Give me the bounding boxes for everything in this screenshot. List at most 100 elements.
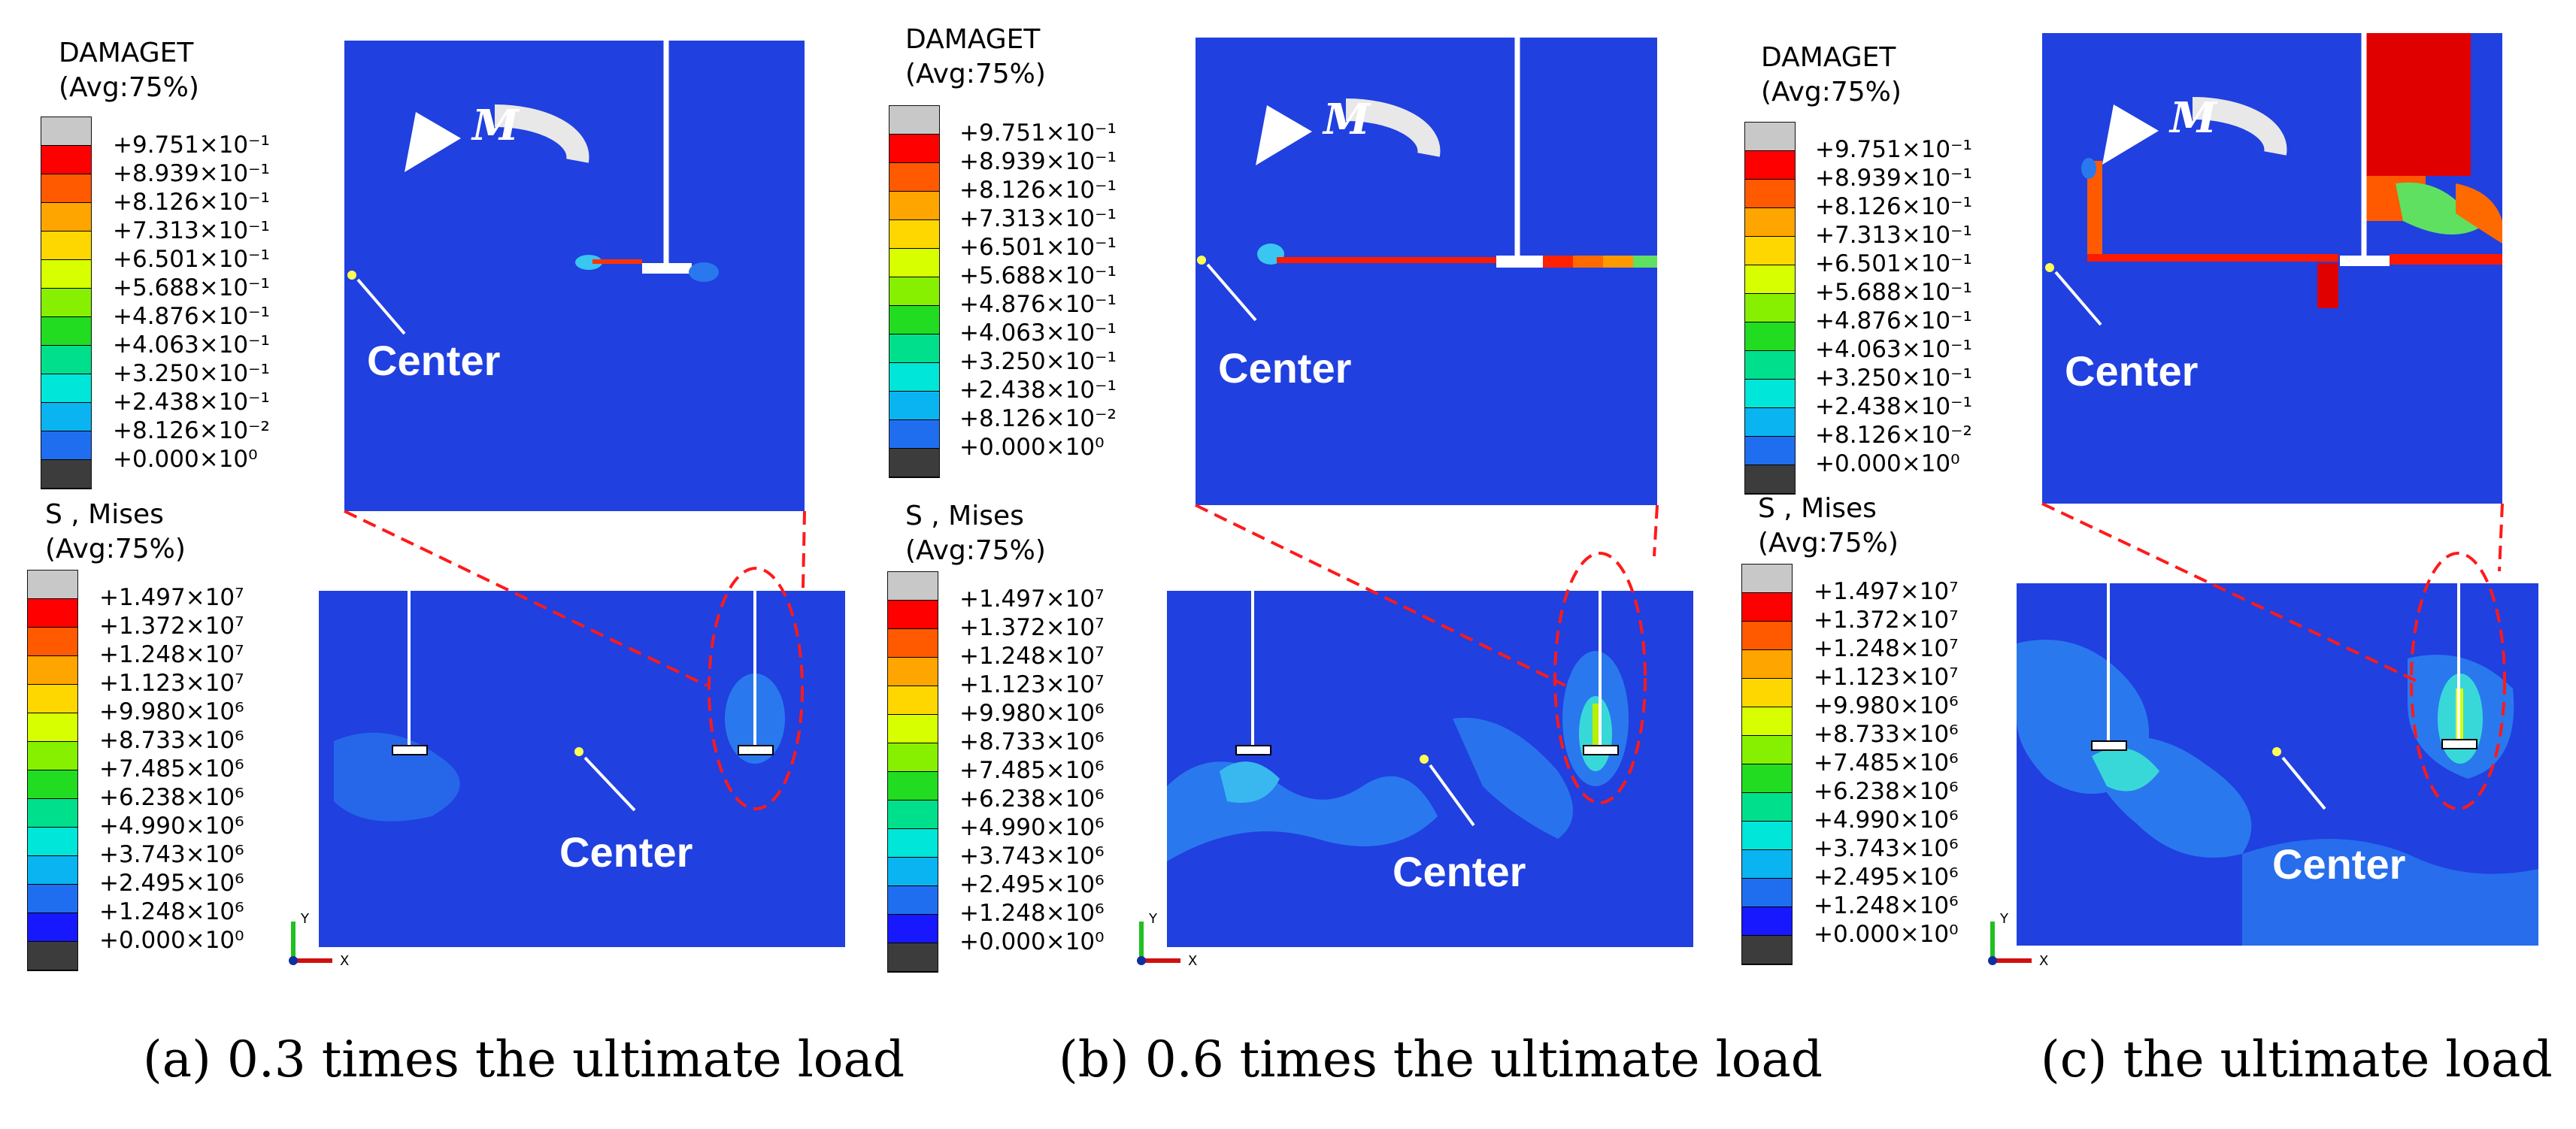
legend-swatch: [888, 943, 938, 972]
legend-swatch: [889, 392, 939, 420]
callout-line-left: [344, 510, 708, 687]
legend-swatch: [888, 715, 938, 743]
legend-tick-label: +8.939×10⁻¹: [959, 148, 1117, 175]
damage-legend-title: DAMAGET(Avg:75%): [1761, 41, 1902, 110]
legend-swatch: [28, 571, 77, 599]
x-axis-label: X: [2039, 953, 2049, 969]
legend-swatch: [1742, 907, 1792, 936]
legend-tick-label: +8.733×10⁶: [959, 728, 1105, 755]
legend-swatch: [888, 858, 938, 886]
mises-legend-title-line2: (Avg:75%): [905, 535, 1046, 566]
callout-ellipse: [708, 567, 804, 810]
stress-view: Center: [319, 591, 845, 947]
damage-zoom-view: M Center: [2042, 33, 2502, 504]
legend-tick-label: +8.126×10⁻²: [959, 405, 1117, 432]
legend-tick-label: +9.751×10⁻¹: [959, 120, 1117, 147]
legend-tick-label: +1.248×10⁶: [99, 898, 244, 925]
legend-tick-label: +4.990×10⁶: [959, 814, 1105, 841]
legend-tick-label: +1.248×10⁷: [1814, 635, 1959, 662]
damage-band-1: [1543, 256, 1573, 268]
legend-tick-label: +5.688×10⁻¹: [959, 262, 1117, 289]
legend-tick-label: +7.485×10⁶: [959, 757, 1105, 784]
damage-spur: [2317, 263, 2338, 308]
legend-tick-label: +0.000×10⁰: [99, 927, 244, 954]
mises-legend-title-line1: S , Mises: [905, 501, 1024, 531]
damage-band-2: [1573, 256, 1603, 268]
center-marker: [2045, 263, 2054, 272]
damage-legend-title-line2: (Avg:75%): [59, 72, 199, 103]
legend-swatch: [1745, 123, 1795, 151]
legend-swatch: [28, 799, 77, 828]
legend-swatch: [1745, 380, 1795, 408]
damage-zoom-view: M Center: [1196, 38, 1657, 505]
legend-swatch: [889, 363, 939, 392]
legend-tick-label: +4.990×10⁶: [99, 813, 244, 840]
legend-tick-label: +4.876×10⁻¹: [113, 303, 270, 330]
legend-swatch: [1745, 294, 1795, 322]
right-plate: [2441, 739, 2478, 749]
legend-swatch: [888, 829, 938, 858]
legend-swatch: [1745, 437, 1795, 465]
damage-band-4: [1633, 256, 1657, 268]
legend-tick-label: +8.939×10⁻¹: [113, 160, 270, 187]
axis-triad: Y X: [1131, 911, 1199, 971]
axis-triad: Y X: [283, 911, 350, 971]
legend-swatch: [889, 163, 939, 192]
right-plate: [1583, 745, 1619, 755]
damage-legend-title-line2: (Avg:75%): [1761, 77, 1902, 107]
damage-vertical-crack: [2087, 161, 2102, 259]
damage-band: [2390, 254, 2502, 265]
legend-swatch: [1742, 936, 1792, 964]
center-pointer: [1429, 764, 1475, 827]
legend-swatch: [28, 628, 77, 656]
legend-tick-label: +5.688×10⁻¹: [113, 274, 270, 301]
damage-zoom-graphic: [1197, 38, 1657, 322]
legend-swatch: [1745, 208, 1795, 237]
legend-tick-label: +0.000×10⁰: [113, 446, 258, 473]
legend-swatch: [889, 192, 939, 220]
damage-zoom-graphic: [2045, 33, 2502, 326]
damage-color-bar: [889, 105, 940, 478]
y-axis-label: Y: [301, 911, 309, 927]
mises-legend-title: S , Mises(Avg:75%): [1758, 492, 1899, 561]
legend-tick-label: +0.000×10⁰: [1814, 921, 1959, 948]
damage-legend-title: DAMAGET(Avg:75%): [59, 36, 199, 105]
legend-tick-label: +2.438×10⁻¹: [1815, 393, 1972, 420]
damage-legend-title: DAMAGET(Avg:75%): [905, 23, 1046, 92]
legend-tick-label: +3.250×10⁻¹: [113, 360, 270, 387]
legend-tick-label: +4.063×10⁻¹: [959, 319, 1117, 347]
legend-swatch: [1742, 593, 1792, 622]
panel-b: DAMAGET(Avg:75%) +9.751×10⁻¹+8.939×10⁻¹ +…: [859, 0, 1823, 1129]
legend-swatch: [888, 915, 938, 943]
legend-tick-label: +2.495×10⁶: [1814, 864, 1959, 891]
legend-tick-label: +9.980×10⁶: [99, 698, 244, 725]
mises-color-bar: [1741, 564, 1793, 965]
panel-c: DAMAGET(Avg:75%) +9.751×10⁻¹+8.939×10⁻¹+…: [1717, 0, 2576, 1129]
legend-swatch: [1745, 322, 1795, 351]
legend-swatch: [889, 220, 939, 249]
legend-tick-label: +8.733×10⁶: [1814, 721, 1959, 748]
legend-swatch: [1745, 351, 1795, 380]
stress-zone-3: [2092, 747, 2159, 792]
legend-tick-label: +6.501×10⁻¹: [113, 246, 270, 273]
stress-region: [319, 591, 845, 711]
legend-swatch: [1742, 736, 1792, 764]
moment-label: M: [2170, 93, 2217, 143]
legend-tick-label: +6.238×10⁶: [959, 785, 1105, 813]
legend-tick-label: +6.501×10⁻¹: [959, 234, 1117, 261]
moment-arrow-arc: [494, 104, 589, 163]
damage-tick-labels: +9.751×10⁻¹+8.939×10⁻¹+8.126×10⁻¹+7.313×…: [1815, 135, 1972, 478]
legend-swatch: [889, 106, 939, 135]
legend-tick-label: +1.372×10⁷: [959, 614, 1105, 641]
legend-tick-label: +8.126×10⁻²: [1815, 422, 1972, 449]
moment-arrow-head: [1256, 105, 1312, 165]
center-label: Center: [367, 337, 501, 384]
legend-tick-label: +2.438×10⁻¹: [959, 377, 1117, 404]
legend-tick-label: +4.990×10⁶: [1814, 807, 1959, 834]
legend-swatch: [1745, 180, 1795, 208]
moment-arrow-arc: [2192, 96, 2287, 156]
legend-swatch: [888, 686, 938, 715]
damage-color-bar: [1744, 122, 1796, 495]
left-plate: [1235, 745, 1271, 755]
center-label: Center: [1218, 344, 1352, 392]
